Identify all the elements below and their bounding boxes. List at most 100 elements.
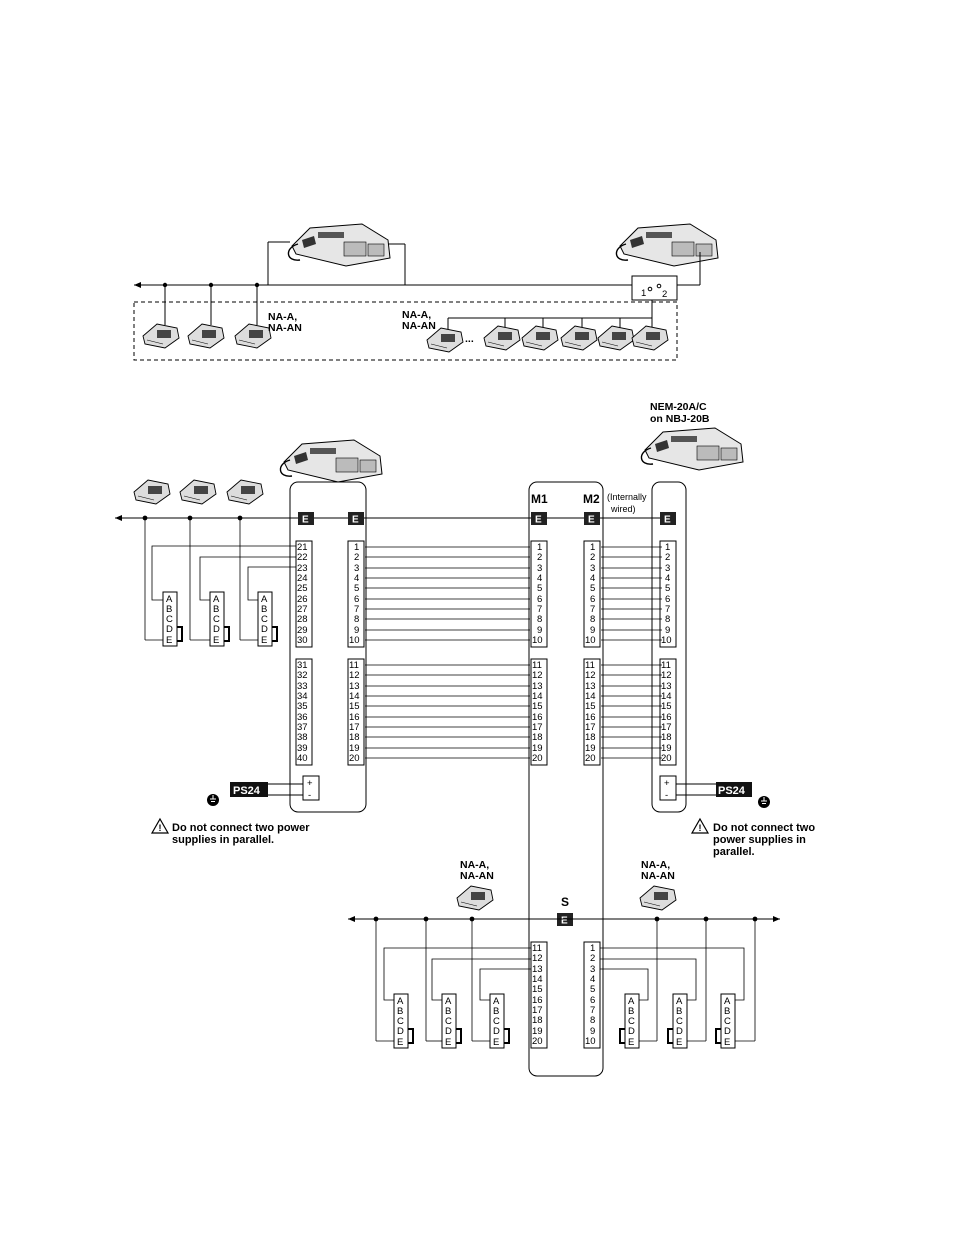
svg-text:-: - bbox=[308, 790, 311, 801]
svg-text:C: C bbox=[261, 614, 268, 625]
svg-text:B: B bbox=[397, 1006, 403, 1017]
terminal-strip-right-a: 12 34 56 78 910 bbox=[659, 540, 677, 648]
svg-text:E: E bbox=[561, 916, 568, 927]
warning-icon bbox=[150, 817, 170, 834]
na-label: NA-AN bbox=[460, 870, 494, 882]
svg-text:10: 10 bbox=[532, 635, 543, 646]
svg-text:5: 5 bbox=[354, 583, 359, 594]
svg-text:34: 34 bbox=[297, 691, 308, 702]
svg-text:11: 11 bbox=[349, 660, 359, 671]
svg-text:3: 3 bbox=[537, 563, 542, 574]
internally-wired-note: wired) bbox=[610, 504, 636, 514]
svg-text:2: 2 bbox=[537, 552, 542, 563]
sub-station-icon bbox=[226, 479, 264, 505]
abcde-block: AB CD E bbox=[393, 993, 414, 1049]
svg-text:5: 5 bbox=[590, 583, 595, 594]
abcde-block: AB CD E bbox=[209, 591, 230, 647]
terminal-strip-m1-a: 12 34 56 78 910 bbox=[530, 540, 548, 648]
svg-text:25: 25 bbox=[297, 583, 308, 594]
svg-text:10: 10 bbox=[349, 635, 360, 646]
s-label: S bbox=[561, 895, 569, 909]
svg-text:6: 6 bbox=[590, 594, 595, 605]
svg-text:3: 3 bbox=[590, 964, 595, 975]
svg-text:E: E bbox=[628, 1037, 634, 1048]
svg-text:16: 16 bbox=[585, 712, 596, 723]
svg-text:A: A bbox=[493, 996, 500, 1007]
svg-text:38: 38 bbox=[297, 732, 308, 743]
sub-station-icon bbox=[133, 479, 171, 505]
switch-label-1: 1 bbox=[641, 288, 646, 299]
svg-text:A: A bbox=[397, 996, 404, 1007]
svg-text:11: 11 bbox=[532, 943, 542, 954]
ps24-label: PS24 bbox=[233, 785, 261, 797]
sub-station-icon bbox=[639, 885, 677, 911]
na-label: NA-A, bbox=[460, 859, 489, 871]
terminal-strip-l2-a: 12 34 56 78 910 bbox=[347, 540, 365, 648]
svg-text:12: 12 bbox=[349, 670, 360, 681]
svg-text:E: E bbox=[445, 1037, 451, 1048]
svg-text:4: 4 bbox=[590, 974, 595, 985]
svg-text:3: 3 bbox=[354, 563, 359, 574]
svg-text:13: 13 bbox=[349, 681, 360, 692]
svg-text:26: 26 bbox=[297, 594, 308, 605]
svg-text:4: 4 bbox=[354, 573, 359, 584]
master-station-icon bbox=[287, 223, 391, 267]
svg-text:15: 15 bbox=[661, 701, 672, 712]
svg-text:4: 4 bbox=[665, 573, 670, 584]
terminal-strip-s-b: 12 34 56 78 910 bbox=[583, 941, 601, 1049]
connection-wires bbox=[365, 546, 662, 759]
m2-label: M2 bbox=[583, 492, 600, 506]
svg-text:5: 5 bbox=[665, 583, 670, 594]
svg-text:17: 17 bbox=[532, 722, 543, 733]
svg-text:1: 1 bbox=[537, 542, 542, 553]
master-station-icon bbox=[279, 439, 383, 483]
svg-text:E: E bbox=[676, 1037, 682, 1048]
svg-text:D: D bbox=[213, 624, 220, 635]
svg-text:D: D bbox=[445, 1026, 452, 1037]
svg-text:32: 32 bbox=[297, 670, 308, 681]
svg-text:E: E bbox=[724, 1037, 730, 1048]
svg-text:19: 19 bbox=[532, 743, 543, 754]
svg-text:4: 4 bbox=[590, 573, 595, 584]
e-badge: E bbox=[298, 512, 314, 526]
svg-text:5: 5 bbox=[590, 984, 595, 995]
top-dashed-enclosure bbox=[133, 301, 678, 361]
ellipsis: ... bbox=[465, 333, 474, 345]
svg-text:21: 21 bbox=[297, 542, 308, 553]
svg-text:C: C bbox=[676, 1016, 683, 1027]
svg-text:15: 15 bbox=[532, 701, 543, 712]
nem-label: on NBJ-20B bbox=[650, 413, 710, 425]
svg-text:B: B bbox=[628, 1006, 634, 1017]
svg-text:11: 11 bbox=[661, 660, 671, 671]
svg-text:E: E bbox=[261, 635, 267, 646]
svg-text:-: - bbox=[665, 790, 668, 801]
sub-station-icon bbox=[631, 325, 669, 351]
warning-right: ! Do not connect two power supplies in p… bbox=[690, 817, 815, 858]
svg-text:24: 24 bbox=[297, 573, 308, 584]
svg-text:20: 20 bbox=[532, 753, 543, 764]
sub-station-icon bbox=[560, 325, 598, 351]
svg-text:22: 22 bbox=[297, 552, 308, 563]
svg-text:14: 14 bbox=[661, 691, 672, 702]
abcde-block: AB CD E bbox=[162, 591, 183, 647]
sub-station-label: NA-AN bbox=[402, 320, 436, 332]
terminal-strip-m2-a: 12 34 56 78 910 bbox=[583, 540, 601, 648]
svg-text:15: 15 bbox=[349, 701, 360, 712]
svg-text:D: D bbox=[493, 1026, 500, 1037]
svg-text:B: B bbox=[261, 604, 267, 615]
svg-text:40: 40 bbox=[297, 753, 308, 764]
svg-text:12: 12 bbox=[532, 953, 543, 964]
svg-text:19: 19 bbox=[585, 743, 596, 754]
svg-text:C: C bbox=[628, 1016, 635, 1027]
svg-text:E: E bbox=[352, 515, 359, 526]
svg-text:B: B bbox=[445, 1006, 451, 1017]
svg-text:16: 16 bbox=[661, 712, 672, 723]
svg-text:C: C bbox=[445, 1016, 452, 1027]
svg-text:3: 3 bbox=[590, 563, 595, 574]
abcde-block: AB CD E bbox=[715, 993, 736, 1049]
svg-text:20: 20 bbox=[585, 753, 596, 764]
svg-text:!: ! bbox=[699, 823, 702, 833]
abcde-block: AB CD E bbox=[489, 993, 510, 1049]
